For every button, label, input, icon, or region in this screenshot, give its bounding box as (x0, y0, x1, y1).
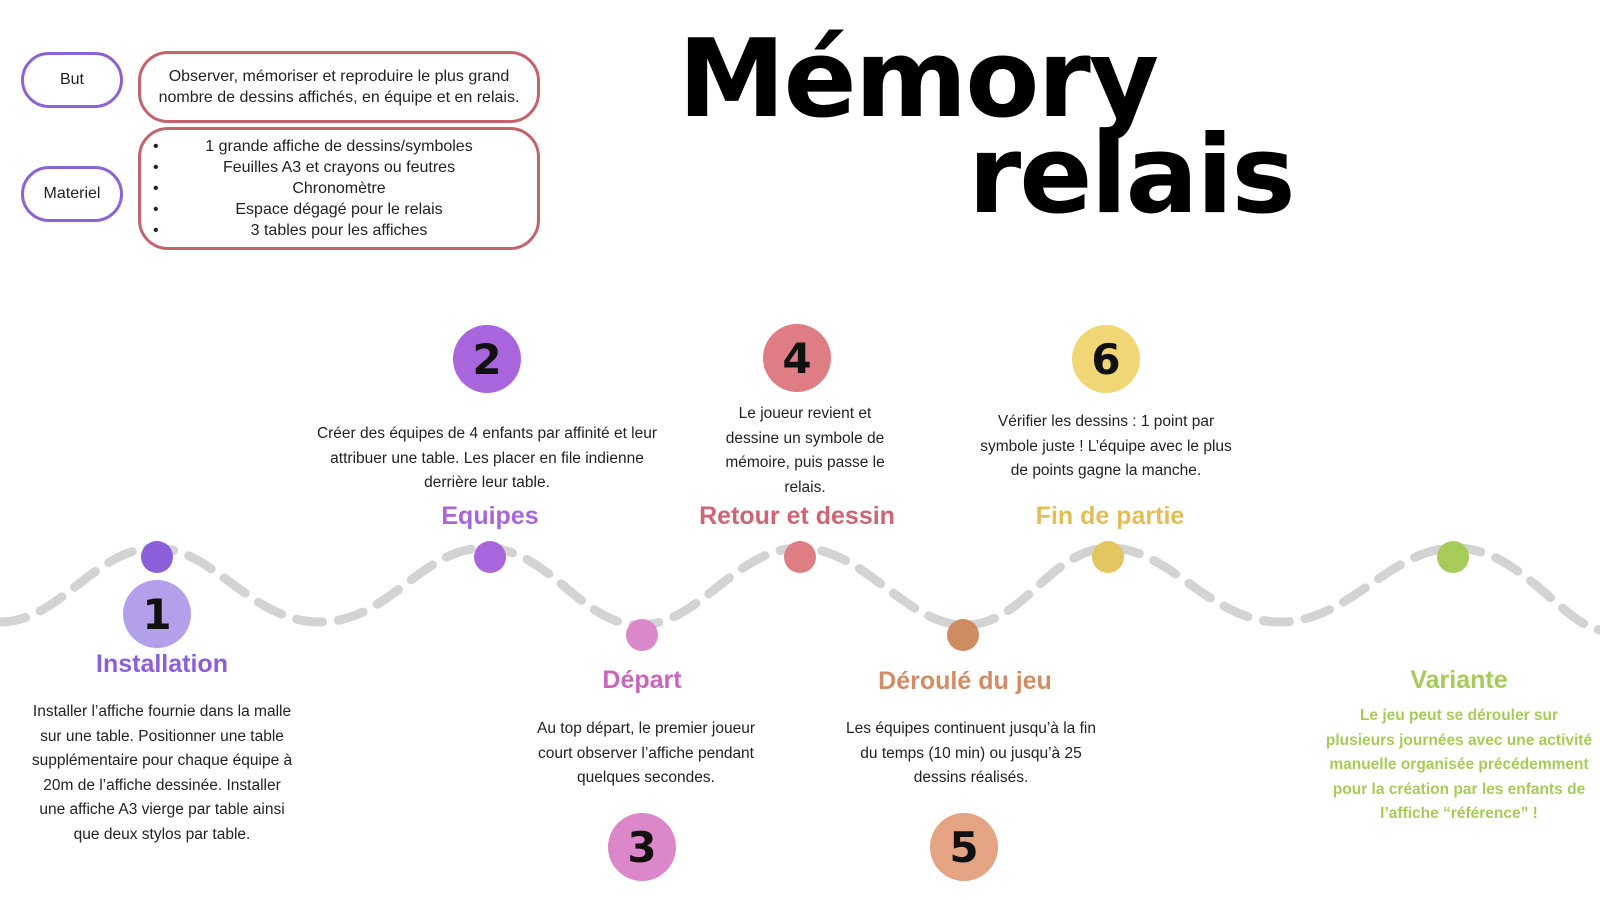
material-list: 1 grande affiche de dessins/symboles Feu… (141, 136, 537, 241)
step-6-badge: 6 (1072, 325, 1140, 393)
material-item: Espace dégagé pour le relais (141, 199, 537, 220)
step-6-title: Fin de partie (1035, 502, 1185, 530)
title-line-1: Mémory (678, 17, 1159, 142)
step-2-dot (474, 541, 506, 573)
material-label: Materiel (21, 166, 123, 222)
material-item: Feuilles A3 et crayons ou feutres (141, 157, 537, 178)
step-6-dot (1092, 541, 1124, 573)
title-line-2: relais (968, 113, 1296, 238)
material-item: Chronomètre (141, 178, 537, 199)
step-5-text: Les équipes continuent jusqu’à la fin du… (846, 720, 1096, 786)
step-5-dot (947, 619, 979, 651)
goal-text: Observer, mémoriser et reproduire le plu… (158, 68, 520, 106)
step-2-title: Equipes (441, 502, 539, 530)
step-4-text: Le joueur revient et dessine un symbole … (725, 405, 885, 496)
step-1-dot (141, 541, 173, 573)
step-2-badge: 2 (453, 325, 521, 393)
step-1-title: Installation (96, 650, 228, 678)
step-2-text: Créer des équipes de 4 enfants par affin… (316, 425, 658, 491)
variant-text: Le jeu peut se dérouler sur plusieurs jo… (1325, 707, 1593, 822)
material-item: 3 tables pour les affiches (141, 220, 537, 241)
step-4-badge: 4 (763, 324, 831, 392)
step-3-title: Départ (602, 666, 682, 694)
step-3-badge: 3 (608, 813, 676, 881)
goal-box: Observer, mémoriser et reproduire le plu… (138, 51, 540, 123)
step-1-badge: 1 (123, 580, 191, 648)
step-4-title: Retour et dessin (699, 502, 895, 530)
material-item: 1 grande affiche de dessins/symboles (141, 136, 537, 157)
step-3-dot (626, 619, 658, 651)
step-3-text: Au top départ, le premier joueur court o… (537, 720, 755, 786)
step-5-badge: 5 (930, 813, 998, 881)
variant-dot (1437, 541, 1469, 573)
step-1-text: Installer l’affiche fournie dans la mall… (31, 703, 293, 843)
goal-label: But (21, 52, 123, 108)
step-5-title: Déroulé du jeu (878, 667, 1052, 695)
variant-title: Variante (1410, 666, 1508, 694)
material-box: 1 grande affiche de dessins/symboles Feu… (138, 127, 540, 250)
step-6-text: Vérifier les dessins : 1 point par symbo… (980, 413, 1232, 479)
step-4-dot (784, 541, 816, 573)
